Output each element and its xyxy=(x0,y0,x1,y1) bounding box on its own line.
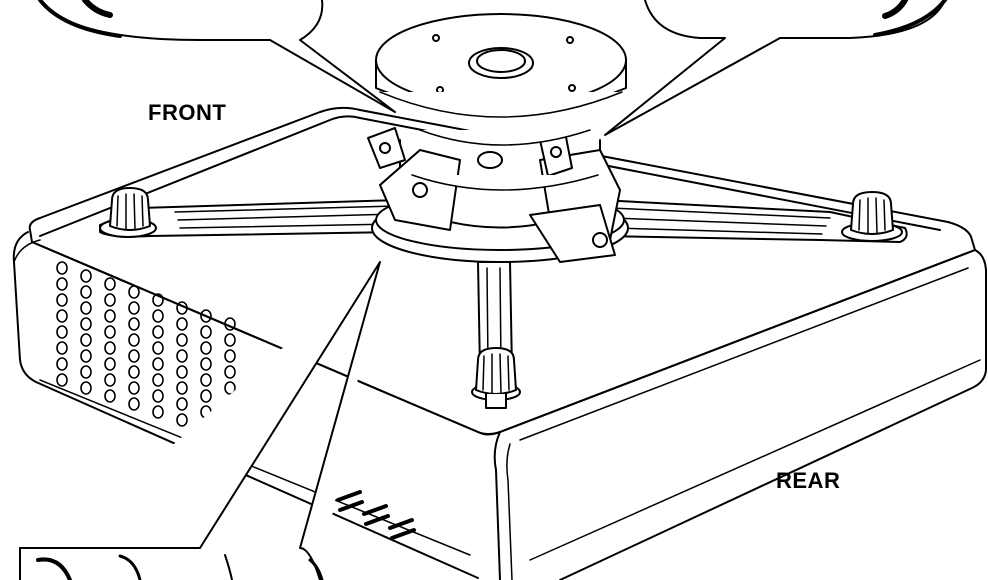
callout-bottom xyxy=(19,261,381,580)
vent-hole xyxy=(152,293,164,307)
knob-front xyxy=(471,347,521,409)
vent-hole xyxy=(56,341,68,355)
vent-hole xyxy=(152,325,164,339)
vent-hole xyxy=(56,293,68,307)
vent-hole xyxy=(128,285,140,299)
vent-hole xyxy=(80,317,92,331)
vent-hole xyxy=(176,301,188,315)
vent-hole xyxy=(104,293,116,307)
vent-hole xyxy=(80,269,92,283)
vent-hole xyxy=(104,389,116,403)
vent-hole xyxy=(224,365,236,379)
vent-hole xyxy=(56,373,68,387)
vent-hole xyxy=(104,357,116,371)
front-label: FRONT xyxy=(148,100,227,125)
vent-hole xyxy=(128,397,140,411)
vent-hole xyxy=(80,333,92,347)
vent-hole xyxy=(104,341,116,355)
vent-hole xyxy=(80,301,92,315)
vent-hole xyxy=(56,357,68,371)
rear-label: REAR xyxy=(776,468,841,493)
vent-hole xyxy=(128,333,140,347)
vent-hole xyxy=(104,277,116,291)
vent-hole xyxy=(56,325,68,339)
vent-hole xyxy=(80,365,92,379)
vent-hole xyxy=(104,373,116,387)
knob-left xyxy=(99,187,157,238)
vent-hole xyxy=(80,285,92,299)
vent-hole xyxy=(56,277,68,291)
vent-hole xyxy=(176,333,188,347)
vent-hole xyxy=(224,381,236,395)
vent-hole xyxy=(80,349,92,363)
vent-hole xyxy=(200,325,212,339)
vent-hole xyxy=(176,413,188,427)
vent-hole xyxy=(152,309,164,323)
callout-top-right xyxy=(604,0,947,136)
knob-right xyxy=(841,191,903,242)
vent-hole xyxy=(56,261,68,275)
vent-hole xyxy=(152,389,164,403)
vent-hole xyxy=(104,309,116,323)
vent-hole xyxy=(80,381,92,395)
vent-hole xyxy=(176,365,188,379)
vent-hole xyxy=(200,341,212,355)
vent-hole xyxy=(224,333,236,347)
vent-hole xyxy=(200,309,212,323)
vent-hole xyxy=(200,373,212,387)
spider-arms xyxy=(99,199,908,371)
vent-hole xyxy=(128,381,140,395)
vent-hole xyxy=(200,389,212,403)
mount-assembly xyxy=(367,13,629,263)
vent-hole xyxy=(176,349,188,363)
vent-hole xyxy=(128,349,140,363)
vent-hole xyxy=(56,309,68,323)
vent-hole xyxy=(128,317,140,331)
callout-top-left xyxy=(38,0,396,113)
vent-hole xyxy=(152,373,164,387)
vent-hole xyxy=(152,405,164,419)
front-logo-marks xyxy=(336,490,416,540)
vent-hole xyxy=(224,349,236,363)
vent-hole xyxy=(152,341,164,355)
vent-hole xyxy=(200,357,212,371)
vent-hole xyxy=(176,397,188,411)
vent-hole xyxy=(176,381,188,395)
vent-hole xyxy=(224,317,236,331)
vent-hole xyxy=(176,317,188,331)
vent-hole xyxy=(128,365,140,379)
vent-hole xyxy=(152,357,164,371)
vent-hole xyxy=(104,325,116,339)
vent-hole xyxy=(128,301,140,315)
